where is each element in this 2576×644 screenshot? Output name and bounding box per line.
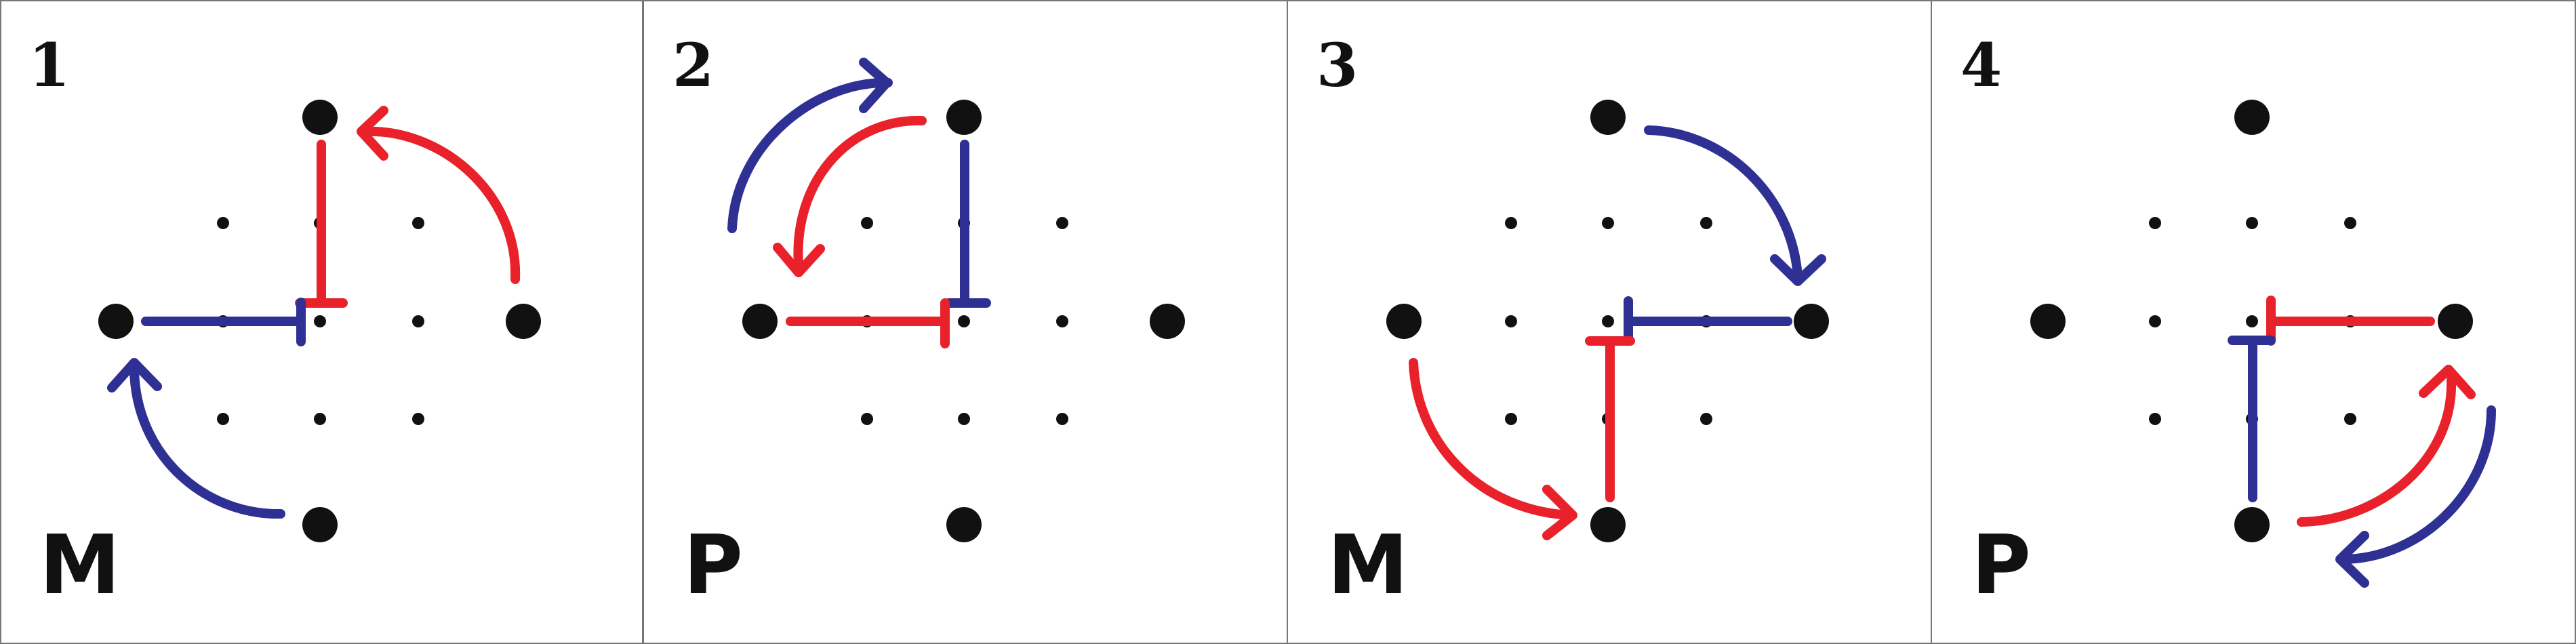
panel-2: 2 P: [672, 30, 1185, 613]
panel-2-blue-arrow: [727, 58, 893, 233]
panel-2-letter: P: [683, 519, 743, 613]
panel-4-letter: P: [1971, 519, 2031, 613]
panel-4-blue-arrow: [2335, 405, 2496, 588]
panel-3-letter: M: [1327, 519, 1408, 613]
panel-4-frame: [1931, 0, 2576, 644]
panel-3-number: 3: [1316, 30, 1358, 100]
panel-2-number: 2: [672, 30, 714, 100]
panel-2-red-t-bar: [786, 298, 950, 348]
panel-1-number: 1: [28, 30, 70, 100]
panel-3: 3 M: [1316, 30, 1829, 613]
panel-3-blue-arrow: [1644, 125, 1826, 286]
panel-2-red-arrow: [773, 115, 927, 277]
panel-1-letter: M: [39, 519, 120, 613]
panel-3-red-t-bar: [1585, 336, 1635, 502]
panel-1-red-t-bar: [295, 140, 348, 308]
panel-1-blue-arrow: [107, 358, 285, 519]
panel-4: 4 P: [1960, 30, 2496, 613]
panel-4-red-arrow: [2297, 365, 2476, 527]
panel-4-red-t-bar: [2266, 296, 2435, 346]
panel-2-blue-t-bar: [944, 140, 991, 308]
panel-3-red-arrow: [1409, 358, 1577, 540]
panel-4-number: 4: [1960, 30, 2002, 100]
panel-1-red-arrow: [357, 106, 521, 284]
panel-3-blue-t-bar: [1624, 296, 1792, 346]
panel-1-blue-t-bar: [141, 298, 306, 346]
panel-4-blue-t-bar: [2228, 336, 2276, 502]
panel-1: 1 M: [28, 30, 541, 613]
